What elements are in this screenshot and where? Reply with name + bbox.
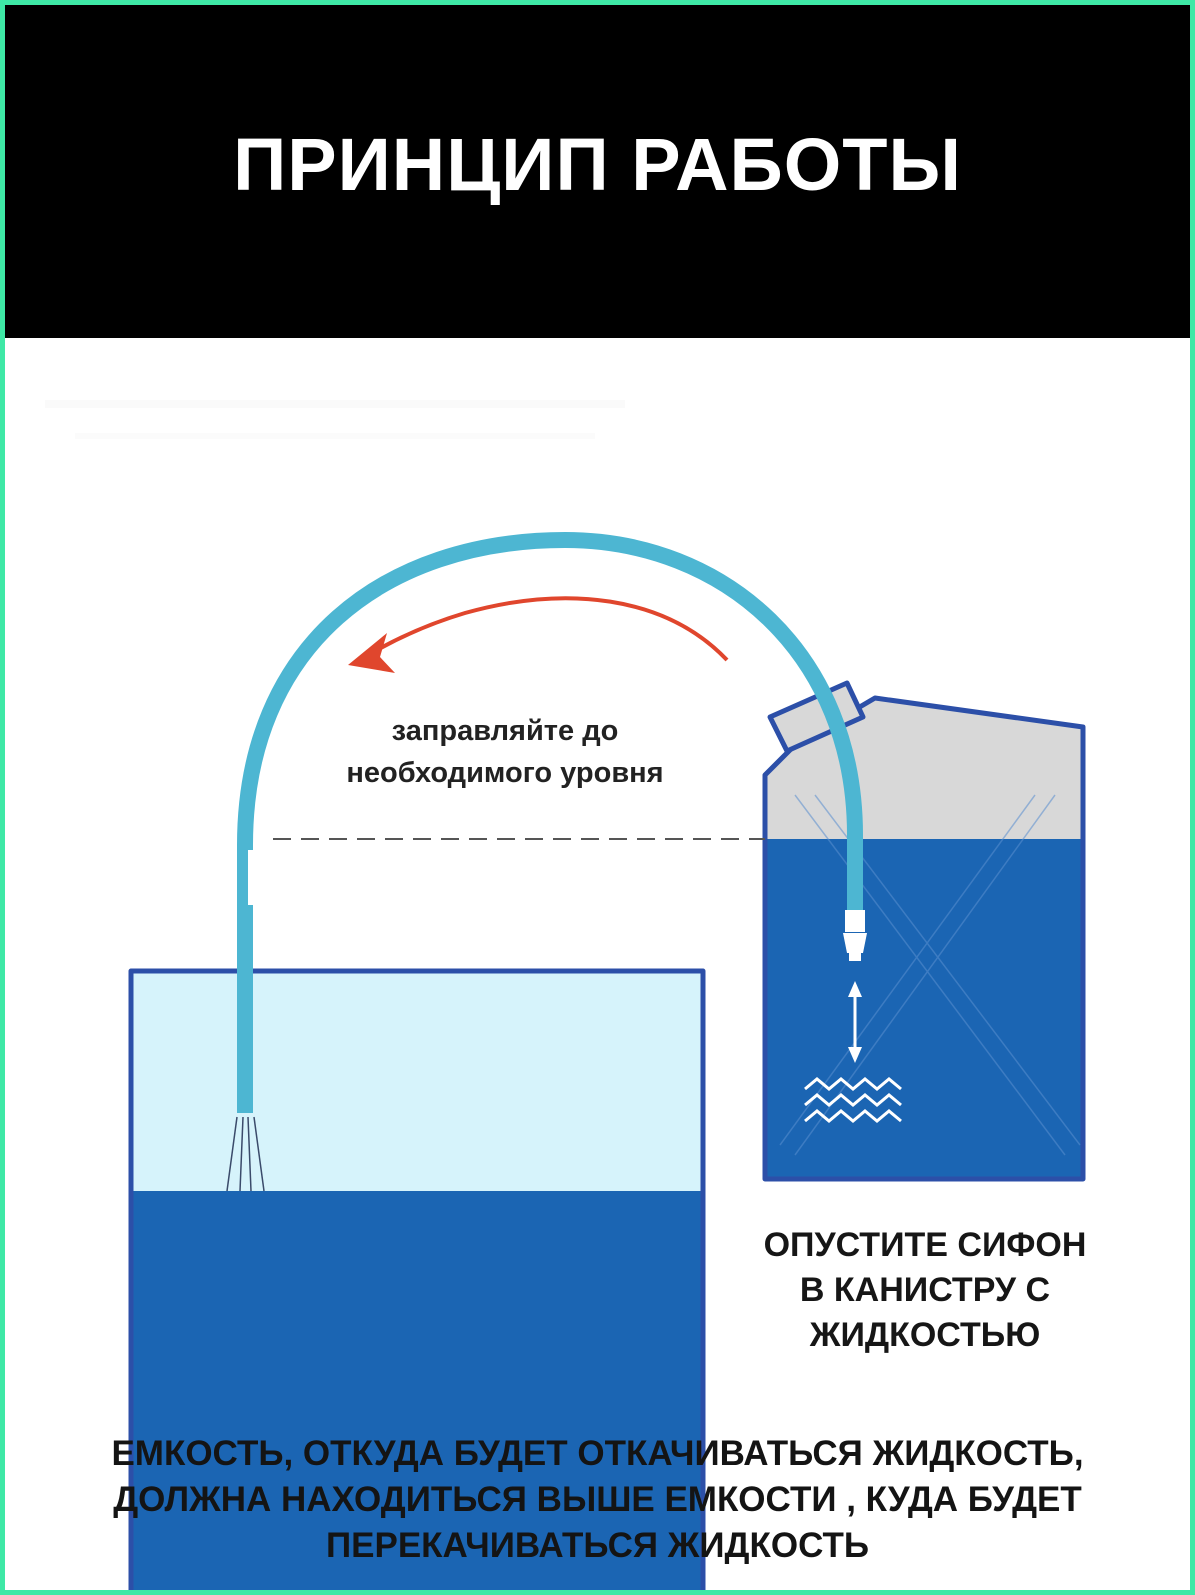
canister-caption: ОПУСТИТЕ СИФОН В КАНИСТРУ С ЖИДКОСТЬЮ xyxy=(710,1223,1140,1358)
fill-level-hint-line: заправляйте до xyxy=(391,715,619,747)
siphon-valve-icon xyxy=(843,910,867,961)
header-banner: ПРИНЦИП РАБОТЫ xyxy=(5,5,1190,338)
receiving-container-outline xyxy=(128,968,706,1590)
footer-caption: ЕМКОСТЬ, ОТКУДА БУДЕТ ОТКАЧИВАТЬСЯ ЖИДКО… xyxy=(15,1431,1180,1569)
canister-ribs xyxy=(779,794,1081,1156)
page-title: ПРИНЦИП РАБОТЫ xyxy=(233,123,962,206)
footer-caption-line: ЕМКОСТЬ, ОТКУДА БУДЕТ ОТКАЧИВАТЬСЯ ЖИДКО… xyxy=(111,1434,1084,1473)
canister-caption-line: ЖИДКОСТЬЮ xyxy=(809,1316,1041,1354)
tube-label-patch xyxy=(248,850,264,905)
liquid-waves-icon xyxy=(804,1077,902,1123)
footer-caption-line: ДОЛЖНА НАХОДИТЬСЯ ВЫШЕ ЕМКОСТИ , КУДА БУ… xyxy=(113,1480,1082,1519)
canister-caption-line: ОПУСТИТЕ СИФОН xyxy=(763,1226,1087,1264)
receiving-container xyxy=(128,968,706,1590)
up-down-arrow-icon xyxy=(848,981,862,1063)
receiving-container-air xyxy=(131,971,703,1191)
fill-level-hint-line: необходимого уровня xyxy=(346,757,664,789)
canister-liquid xyxy=(765,839,1083,1179)
receiving-container-liquid xyxy=(131,1191,703,1590)
outlet-stream-icon xyxy=(226,1116,265,1192)
faint-artifact xyxy=(45,400,625,439)
source-canister xyxy=(762,680,1086,1182)
fill-level-hint: заправляйте до необходимого уровня xyxy=(255,710,755,794)
siphon-tube xyxy=(237,531,863,1113)
canister-caption-line: В КАНИСТРУ С xyxy=(799,1271,1051,1309)
flow-direction-arrow-icon xyxy=(348,596,729,673)
footer-caption-line: ПЕРЕКАЧИВАТЬСЯ ЖИДКОСТЬ xyxy=(325,1526,870,1565)
siphon-diagram xyxy=(45,400,1086,1590)
